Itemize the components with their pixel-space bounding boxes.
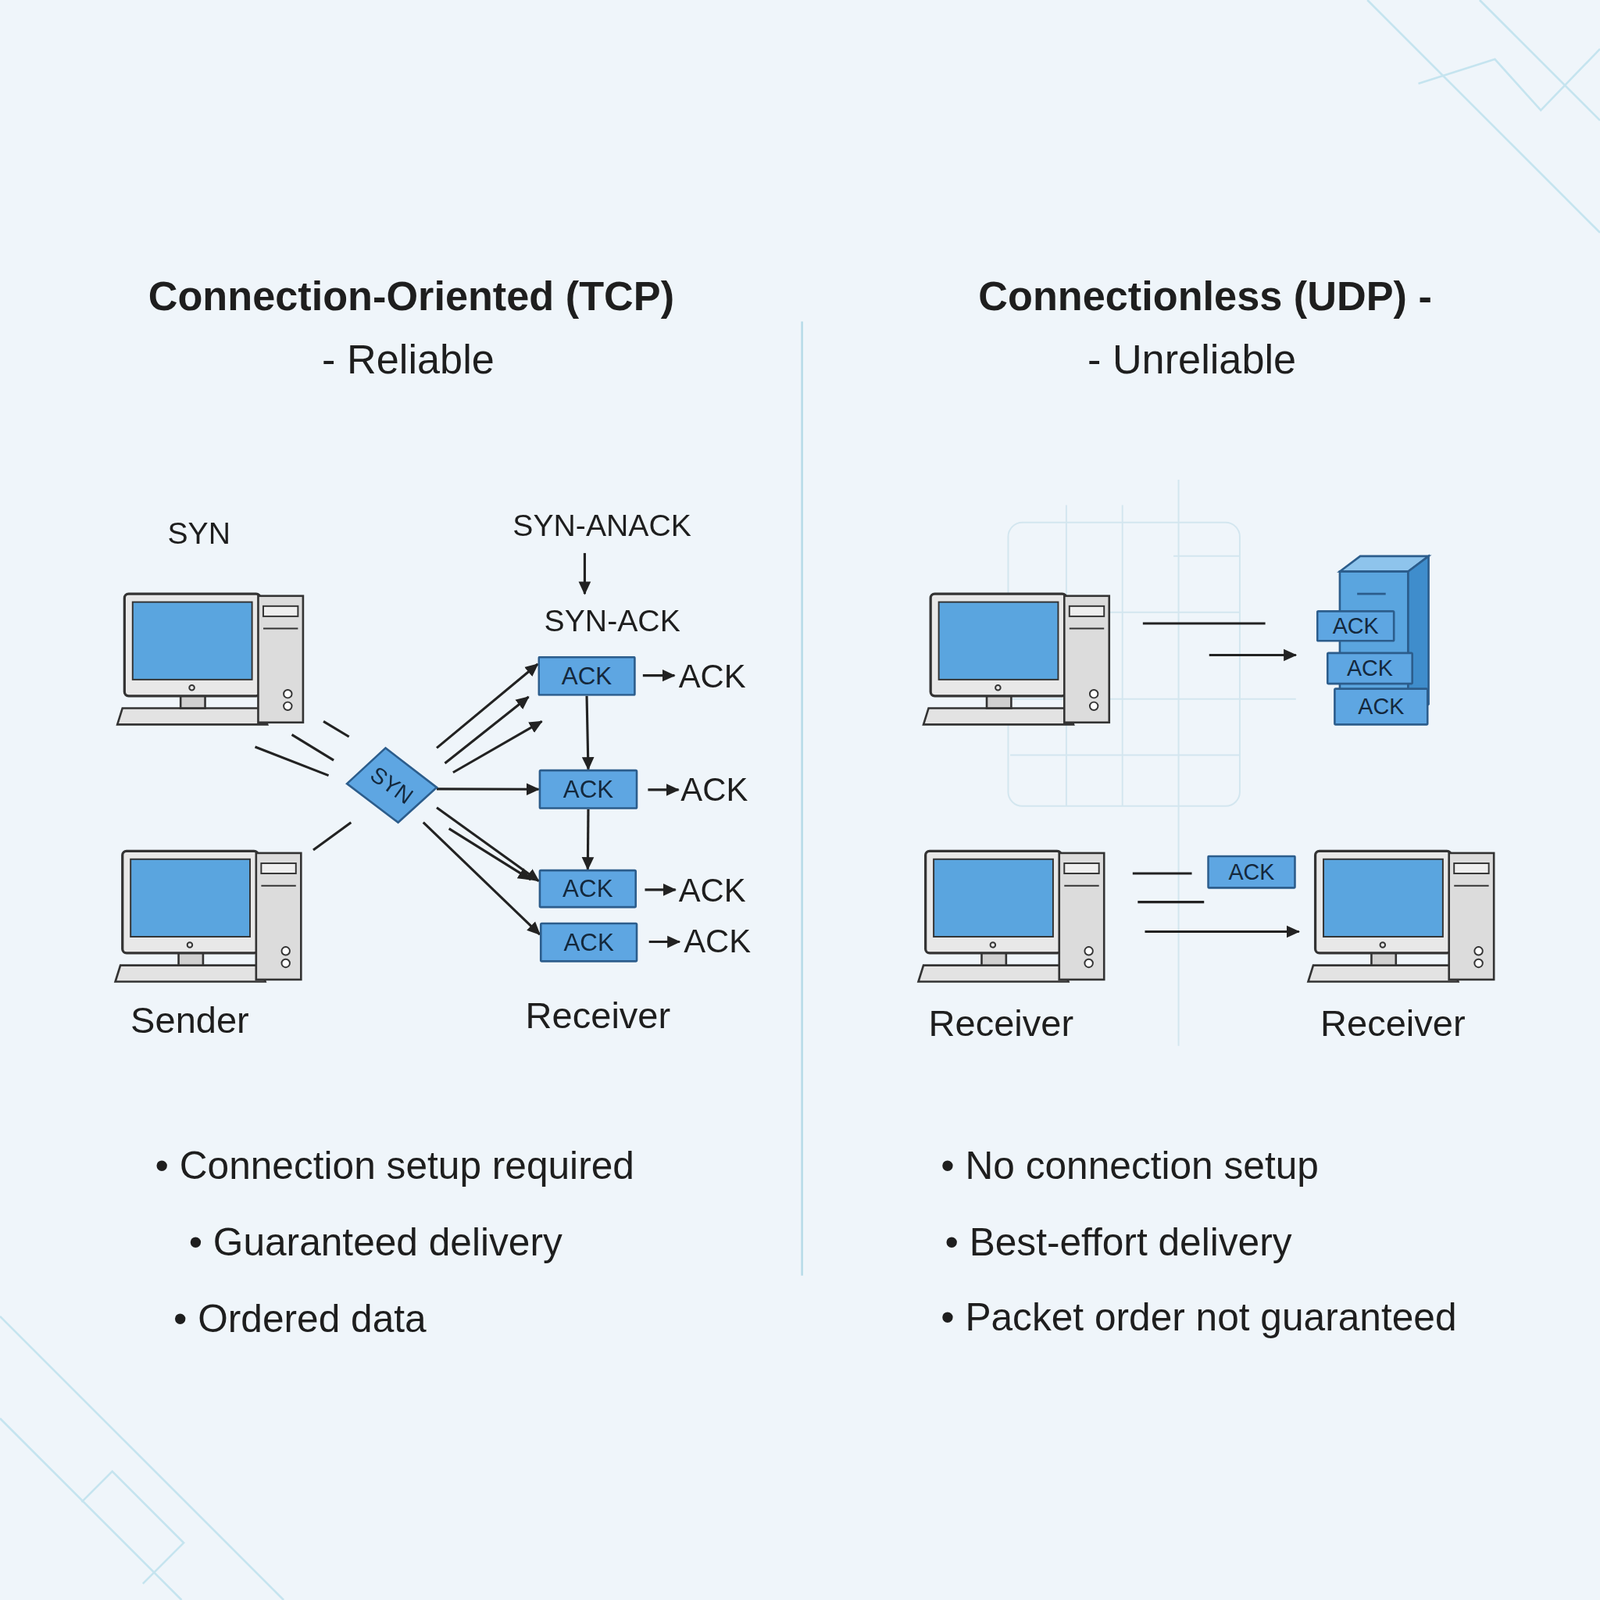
column-divider <box>800 321 804 1275</box>
packet-box: ACK <box>539 869 637 909</box>
computer-icon <box>1307 850 1494 982</box>
bullet-point: • Packet order not guaranteed <box>940 1296 1457 1340</box>
column-heading: Connectionless (UDP) - <box>978 273 1433 318</box>
message-arrow <box>436 807 540 882</box>
packet-text: ACK <box>1346 657 1393 680</box>
signal-lines <box>255 553 1300 943</box>
packet-text: ACK <box>562 876 613 901</box>
packet-diamond: SYN <box>346 747 437 822</box>
packet-label: ACK <box>683 924 751 961</box>
packet-box: ACK <box>1207 855 1297 890</box>
message-arrow <box>586 809 590 870</box>
column-subheading: - Reliable <box>321 336 495 382</box>
packet-label: SYN <box>167 515 231 550</box>
bullet-point: • No connection setup <box>940 1145 1319 1189</box>
bullet-point: • Guaranteed delivery <box>189 1221 563 1265</box>
packet-box: ACK <box>1333 687 1429 725</box>
bullet-point: • Best-effort delivery <box>944 1221 1292 1265</box>
packet-box: ACK <box>1326 652 1414 686</box>
packet-label: SYN-ACK <box>544 603 681 638</box>
packet-text: ACK <box>563 930 614 955</box>
diamond-shape <box>346 747 437 822</box>
computer-icon <box>923 593 1110 725</box>
packet-box: ACK <box>537 656 636 697</box>
packet-text: ACK <box>563 777 614 802</box>
bullet-point: • Connection setup required <box>155 1145 635 1189</box>
computer-icon <box>117 593 304 725</box>
packet-text: ACK <box>561 664 612 689</box>
packet-label: ACK <box>678 872 747 909</box>
packet-label: ACK <box>680 771 748 808</box>
host-label: Receiver <box>928 1003 1075 1044</box>
bullet-point: • Ordered data <box>173 1298 427 1342</box>
computer-icon <box>115 850 302 982</box>
computer-icon <box>918 850 1105 982</box>
host-label: Sender <box>130 1000 250 1041</box>
packet-box: ACK <box>539 769 639 810</box>
host-label: Receiver <box>525 995 672 1036</box>
packet-label: ACK <box>678 658 747 695</box>
column-subheading: - Unreliable <box>1087 336 1297 382</box>
background-grid <box>1007 479 1296 1047</box>
packet-box: ACK <box>539 922 638 963</box>
message-arrow <box>436 664 538 748</box>
packet-text: ACK <box>1228 860 1275 884</box>
message-arrow <box>586 696 589 770</box>
column-heading: Connection-Oriented (TCP) <box>148 273 675 318</box>
message-arrow <box>423 822 540 935</box>
packet-label: SYN-ANACK <box>512 508 692 543</box>
message-arrow <box>436 787 540 791</box>
packet-text: ACK <box>1332 614 1379 638</box>
packet-text: ACK <box>1357 695 1404 718</box>
packet-box: ACK <box>1316 610 1396 642</box>
host-label: Receiver <box>1320 1003 1466 1044</box>
